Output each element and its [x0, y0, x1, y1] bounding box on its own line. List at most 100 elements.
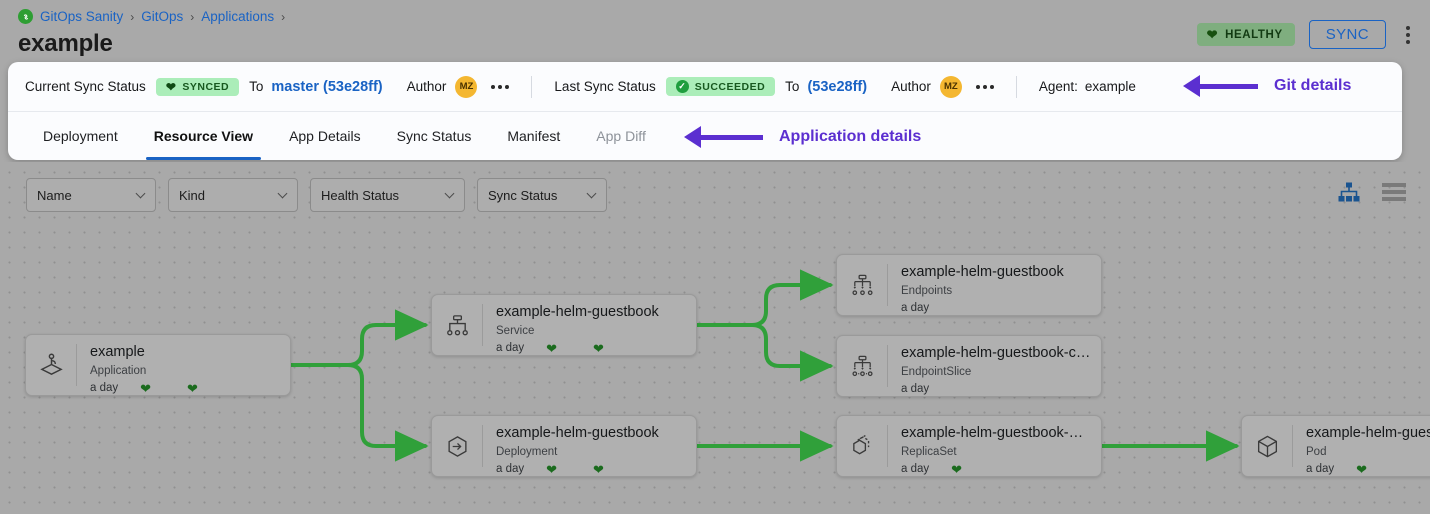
- filter-health-status-label: Health Status: [321, 187, 400, 203]
- status-badge-health: ❤ HEALTHY: [1196, 23, 1295, 46]
- graph-edges: [290, 269, 1240, 462]
- graph-node-replicaset[interactable]: example-helm-guestbook-74... ReplicaSet …: [836, 415, 1102, 477]
- node-age: a day: [496, 342, 525, 355]
- breadcrumb-item-1[interactable]: GitOps: [141, 9, 184, 24]
- node-title: example-helm-guestbook: [496, 425, 659, 441]
- view-toggle-group: [1338, 182, 1406, 202]
- last-sync-status-label: Last Sync Status: [554, 79, 656, 94]
- node-kind: Service: [496, 324, 535, 337]
- check-circle-icon: ✓: [675, 80, 689, 93]
- node-age: a day: [90, 382, 119, 395]
- pod-icon: [1242, 416, 1292, 476]
- annotation-arrow-icon: [684, 126, 763, 148]
- header-actions: ❤ HEALTHY SYNC: [1196, 20, 1416, 49]
- tab-label: Deployment: [43, 128, 118, 144]
- page-title: example: [18, 30, 113, 57]
- breadcrumb-item-2[interactable]: Applications: [201, 9, 275, 24]
- node-age: a day: [901, 301, 930, 314]
- filter-sync-status-select[interactable]: Sync Status: [477, 178, 607, 212]
- application-icon: [26, 335, 76, 395]
- tab-label: App Diff: [596, 128, 646, 144]
- node-title: example-helm-guestbook: [901, 264, 1064, 280]
- sync-heart-icon: ❤: [593, 340, 604, 356]
- breadcrumb-separator: ›: [190, 9, 195, 24]
- graph-node-service[interactable]: example-helm-guestbook Service a day ❤ ❤: [431, 294, 697, 356]
- endpoints-icon: [837, 255, 887, 315]
- tab-sync-status[interactable]: Sync Status: [379, 112, 490, 160]
- node-age: a day: [901, 463, 930, 476]
- last-sync-status-value: SUCCEEDED: [694, 80, 766, 93]
- node-kind: Pod: [1306, 445, 1327, 458]
- last-ellipsis-icon[interactable]: [975, 84, 994, 89]
- last-sync-status-chip: ✓ SUCCEEDED: [665, 77, 776, 96]
- breadcrumb: GitOps Sanity › GitOps › Applications ›: [18, 9, 285, 24]
- health-heart-icon: ❤: [140, 380, 152, 396]
- filter-kind-select[interactable]: Kind: [168, 178, 298, 212]
- kebab-menu-icon[interactable]: [1400, 22, 1416, 48]
- last-revision-link[interactable]: (53e28ff): [807, 78, 868, 95]
- filter-name-label: Name: [37, 187, 72, 203]
- tree-view-icon[interactable]: [1338, 182, 1360, 202]
- graph-node-deployment[interactable]: example-helm-guestbook Deployment a day …: [431, 415, 697, 477]
- last-to-label: To: [785, 79, 800, 94]
- avatar: MZ: [455, 75, 478, 98]
- divider: [1015, 75, 1017, 98]
- chevron-down-icon: [444, 188, 455, 199]
- service-icon: [432, 295, 482, 355]
- node-kind: EndpointSlice: [901, 365, 972, 378]
- breadcrumb-separator: ›: [130, 9, 135, 24]
- tab-manifest[interactable]: Manifest: [489, 112, 578, 160]
- annotation-arrow-icon: [1183, 75, 1258, 97]
- avatar: MZ: [939, 75, 962, 98]
- node-title: example-helm-guestbook-74...: [901, 425, 1091, 441]
- git-details-annotation: Git details: [1183, 75, 1351, 97]
- tab-app-diff[interactable]: App Diff: [578, 112, 664, 160]
- current-revision-link[interactable]: master (53e28ff): [271, 78, 383, 95]
- current-ellipsis-icon[interactable]: [491, 84, 510, 89]
- tab-label: Resource View: [153, 128, 254, 144]
- health-heart-icon: ❤: [951, 461, 963, 477]
- endpointslice-icon: [837, 336, 887, 396]
- health-heart-icon: ❤: [1356, 461, 1368, 477]
- breadcrumb-item-0[interactable]: GitOps Sanity: [40, 9, 124, 24]
- tab-app-details[interactable]: App Details: [271, 112, 379, 160]
- current-sync-status-label: Current Sync Status: [25, 79, 146, 94]
- graph-node-pod[interactable]: example-helm-guest Pod a day ❤: [1241, 415, 1430, 477]
- current-to-label: To: [249, 79, 264, 94]
- breadcrumb-separator: ›: [281, 9, 286, 24]
- filter-health-status-select[interactable]: Health Status: [310, 178, 465, 212]
- git-details-annotation-label: Git details: [1274, 77, 1352, 94]
- health-heart-icon: ❤: [546, 461, 558, 477]
- node-title: example-helm-guest: [1306, 425, 1430, 441]
- chevron-down-icon: [277, 188, 288, 199]
- current-sync-status-value: SYNCED: [182, 80, 230, 93]
- node-kind: Deployment: [496, 445, 558, 458]
- node-kind: Endpoints: [901, 284, 953, 297]
- graph-node-application[interactable]: example Application a day ❤ ❤: [25, 334, 291, 396]
- tab-deployment[interactable]: Deployment: [25, 112, 136, 160]
- agent-label: Agent:: [1038, 79, 1078, 94]
- list-view-icon[interactable]: [1382, 183, 1406, 201]
- node-age: a day: [1306, 463, 1335, 476]
- heart-icon: ❤: [1206, 27, 1219, 42]
- app-info-panel: Current Sync Status ❤ SYNCED To master (…: [8, 62, 1402, 160]
- heart-icon: ❤: [165, 79, 177, 94]
- node-title: example-helm-guestbook: [496, 304, 659, 320]
- page-header: GitOps Sanity › GitOps › Applications › …: [0, 0, 1430, 66]
- filter-bar: Name Kind Health Status Sync Status: [26, 178, 607, 212]
- tab-label: App Details: [289, 128, 361, 144]
- last-author-label: Author: [891, 79, 931, 94]
- tab-resource-view[interactable]: Resource View: [136, 112, 271, 160]
- health-heart-icon: ❤: [546, 340, 558, 356]
- filter-name-select[interactable]: Name: [26, 178, 156, 212]
- chevron-down-icon: [586, 188, 597, 199]
- graph-node-endpointslice[interactable]: example-helm-guestbook-ct... EndpointSli…: [836, 335, 1102, 397]
- agent-value: example: [1084, 79, 1136, 94]
- resource-graph-canvas[interactable]: Name Kind Health Status Sync Status: [0, 162, 1430, 514]
- divider: [531, 75, 533, 98]
- health-badge-label: HEALTHY: [1225, 28, 1283, 41]
- sync-button[interactable]: SYNC: [1308, 20, 1386, 49]
- sync-heart-icon: ❤: [593, 461, 604, 477]
- deployment-icon: [432, 416, 482, 476]
- graph-node-endpoints[interactable]: example-helm-guestbook Endpoints a day: [836, 254, 1102, 316]
